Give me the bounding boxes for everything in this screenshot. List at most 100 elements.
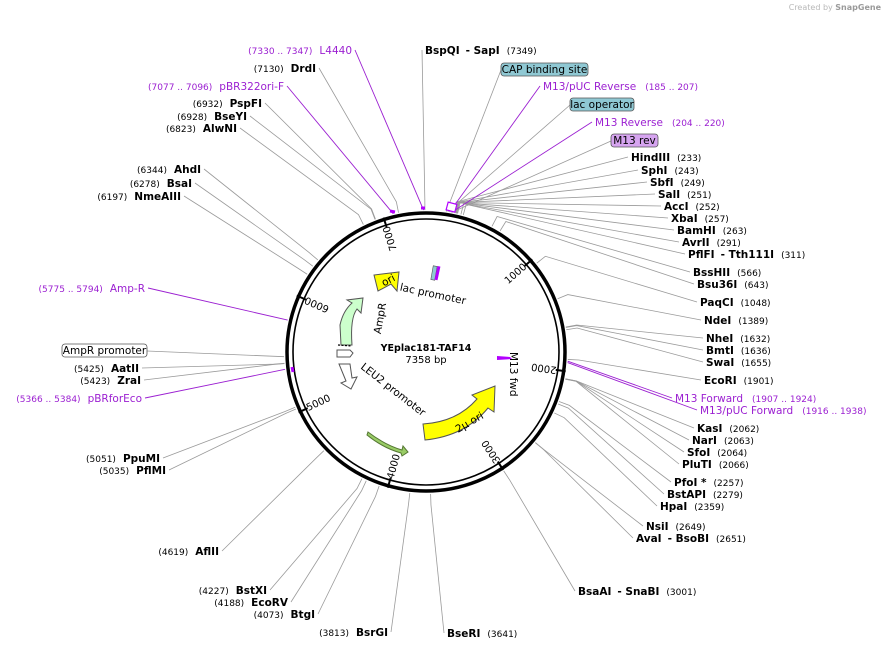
enzyme-site-bamhi[interactable]: BamHI(263)	[677, 225, 747, 237]
enzyme-site-avrii[interactable]: AvrII(291)	[682, 237, 741, 249]
tick-label: 4000	[386, 453, 403, 480]
boxed-label-amprprom[interactable]	[61, 343, 148, 358]
boxed-label-text-lacop: lac operator	[570, 99, 634, 111]
enzyme-site-ppumi[interactable]: (5051)PpuMI	[86, 453, 160, 465]
enzyme-site-ecorv[interactable]: (4188)EcoRV	[214, 597, 289, 609]
enzyme-site-bstapi[interactable]: BstAPI(2279)	[667, 489, 743, 501]
feature-leader-line	[447, 104, 571, 212]
enzyme-site-kasi[interactable]: KasI(2062)	[697, 423, 759, 435]
enzyme-site-pflfi[interactable]: PflFI- Tth111I(311)	[688, 249, 805, 261]
tick-label: 7000	[382, 225, 400, 253]
enzyme-site-ecori[interactable]: EcoRI(1901)	[704, 375, 774, 387]
enzyme-site-pfoi[interactable]: PfoI *(2257)	[674, 477, 743, 489]
ampr-promoter-feature[interactable]	[336, 349, 354, 358]
enzyme-site-bsaai[interactable]: BsaAI- SnaBI(3001)	[578, 586, 696, 598]
enzyme-site-hindiii[interactable]: HindIII(233)	[631, 152, 701, 164]
leu2-promoter-feature[interactable]	[338, 363, 358, 390]
primer-pbr322ori-f[interactable]: (7077 .. 7096)pBR322ori-F	[148, 81, 284, 93]
enzyme-site-ndei[interactable]: NdeI(1389)	[704, 315, 768, 327]
enzyme-site-bseyi[interactable]: (6928)BseYI	[177, 111, 247, 123]
enzyme-site-zrai[interactable]: (5423)ZraI	[80, 375, 141, 387]
enzyme-site-pspfi[interactable]: (6932)PspFI	[193, 98, 262, 110]
primer-leader-line	[144, 368, 286, 399]
primer-m13-puc-forward[interactable]: M13/pUC Forward(1916 .. 1938)	[700, 405, 866, 417]
enzyme-site-xbai[interactable]: XbaI(257)	[671, 213, 729, 225]
boxed-label-cap[interactable]	[500, 62, 589, 77]
primer-l4440[interactable]: (7330 .. 7347)L4440	[248, 45, 352, 57]
enzyme-site-paqci[interactable]: PaqCI(1048)	[700, 297, 771, 309]
enzyme-leader-line	[491, 216, 691, 273]
primer-leader-line	[451, 121, 593, 213]
primer-m13-forward[interactable]: M13 Forward(1907 .. 1924)	[675, 393, 816, 405]
leu2-feature[interactable]	[366, 431, 409, 457]
ori-feature[interactable]	[373, 271, 400, 293]
enzyme-site-bspqi[interactable]: BspQI- SapI(7349)	[425, 45, 537, 57]
enzyme-site-bsai[interactable]: (6278)BsaI	[130, 178, 192, 190]
primer-m13-puc-reverse[interactable]: M13/pUC Reverse(185 .. 207)	[543, 81, 698, 93]
enzyme-site-btgi[interactable]: (4073)BtgI	[254, 609, 315, 621]
enzyme-site-swai[interactable]: SwaI(1655)	[706, 357, 771, 369]
boxed-label-lacop[interactable]	[569, 97, 635, 112]
enzyme-site-bsu36i[interactable]: Bsu36I(643)	[697, 279, 768, 291]
enzyme-leader-line	[221, 450, 325, 552]
enzyme-site-pflmi[interactable]: (5035)PflMI	[99, 465, 166, 477]
boxed-label-m13rev[interactable]	[610, 133, 659, 148]
enzyme-leader-line	[567, 359, 702, 381]
enzyme-leader-line	[318, 67, 399, 213]
feature-leader-line	[445, 69, 502, 212]
enzyme-site-sbfi[interactable]: SbfI(249)	[650, 177, 705, 189]
primer-leader-line	[147, 287, 288, 321]
enzyme-site-nsii[interactable]: NsiI(2649)	[646, 521, 705, 533]
lac-promoter-label: lac promoter	[399, 282, 468, 308]
enzyme-site-sfoi[interactable]: SfoI(2064)	[687, 447, 747, 459]
backbone-inner	[292, 218, 560, 486]
enzyme-site-nmeaiii[interactable]: (6197)NmeAIII	[97, 191, 181, 203]
enzyme-site-hpai[interactable]: HpaI(2359)	[660, 501, 724, 513]
enzyme-site-bmti[interactable]: BmtI(1636)	[706, 345, 771, 357]
enzyme-site-bsshii[interactable]: BssHII(566)	[693, 267, 761, 279]
enzyme-leader-line	[249, 115, 376, 220]
enzyme-site-acci[interactable]: AccI(252)	[664, 201, 720, 213]
tick-label: 6000	[303, 294, 331, 314]
enzyme-leader-line	[390, 493, 411, 633]
enzyme-leader-line	[558, 401, 672, 483]
two-micron-ori-feature[interactable]	[422, 385, 496, 441]
plasmid-length: 7358 bp	[405, 355, 446, 366]
enzyme-site-pluti[interactable]: PluTI(2066)	[682, 459, 749, 471]
primer-m13-reverse[interactable]: M13 Reverse(204 .. 220)	[595, 117, 725, 129]
enzyme-site-drdi[interactable]: (7130)DrdI	[254, 63, 316, 75]
primer-leader-line	[567, 362, 698, 411]
enzyme-leader-line	[566, 327, 704, 363]
enzyme-leader-line	[535, 442, 644, 527]
primer-pbrforeco[interactable]: (5366 .. 5384)pBRforEco	[16, 393, 142, 405]
enzyme-site-avai[interactable]: AvaI- BsoBI(2651)	[636, 533, 746, 545]
ampr-feature[interactable]	[339, 297, 364, 346]
enzyme-leader-line	[565, 325, 704, 351]
enzyme-leader-line	[503, 470, 576, 592]
enzyme-site-alwni[interactable]: (6823)AlwNI	[166, 123, 237, 135]
enzyme-leader-line	[203, 168, 319, 261]
tick-label: 5000	[305, 393, 333, 414]
enzyme-site-bstxi[interactable]: (4227)BstXI	[199, 585, 267, 597]
enzyme-site-sali[interactable]: SalI(251)	[658, 189, 711, 201]
enzyme-site-ahdi[interactable]: (6344)AhdI	[137, 164, 201, 176]
enzyme-site-bsrgi[interactable]: (3813)BsrGI	[319, 627, 388, 639]
enzyme-site-aflii[interactable]: (4619)AflII	[158, 546, 219, 558]
enzyme-leader-line	[317, 485, 380, 615]
pbr322ori-f-mark	[389, 209, 396, 214]
ampr-label: AmpR	[372, 302, 389, 335]
enzyme-site-nari[interactable]: NarI(2063)	[692, 435, 754, 447]
enzyme-leader-line	[162, 406, 296, 459]
enzyme-site-aatii[interactable]: (5425)AatII	[74, 363, 139, 375]
m13-fwd-feature[interactable]	[497, 356, 512, 360]
enzyme-site-sphi[interactable]: SphI(243)	[641, 165, 699, 177]
enzyme-leader-line	[194, 182, 314, 267]
boxed-label-text-m13rev: M13 rev	[613, 135, 656, 147]
snapgene-credit: Created by SnapGene	[789, 3, 881, 12]
enzyme-leader-line	[460, 203, 680, 243]
enzyme-site-bseri[interactable]: BseRI(3641)	[447, 628, 517, 640]
feature-leader-line	[451, 140, 612, 213]
primer-amp-r[interactable]: (5775 .. 5794)Amp-R	[39, 283, 145, 295]
pbrforeco-mark	[290, 366, 295, 373]
enzyme-site-nhei[interactable]: NheI(1632)	[706, 333, 770, 345]
